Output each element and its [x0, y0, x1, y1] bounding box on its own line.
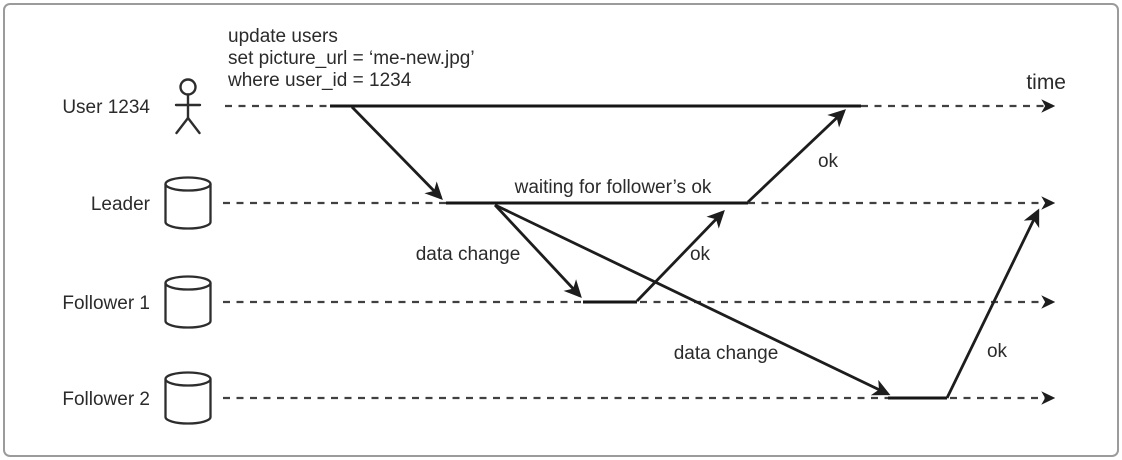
- lifeline-follower1: Follower 1: [62, 275, 1056, 329]
- lane-label-leader: Leader: [91, 194, 151, 215]
- arrow-ok-follower2-to-leader: [945, 208, 1040, 399]
- query-line-1: update users: [228, 26, 338, 47]
- messages: data change data change ok ok ok: [350, 106, 1040, 399]
- label-ok-follower1: ok: [690, 244, 711, 265]
- lane-label-follower2: Follower 2: [62, 389, 150, 410]
- arrow-datachange-leader-to-follower2: [494, 203, 891, 396]
- arrow-datachange-leader-to-follower1: [493, 204, 582, 298]
- query-line-2: set picture_url = ‘me-new.jpg’: [228, 48, 475, 69]
- label-ok-follower2: ok: [987, 341, 1008, 362]
- lifeline-user: User 1234 time: [62, 71, 1066, 135]
- lifeline-leader: Leader waiting for follower’s ok: [91, 176, 1056, 230]
- arrow-update-user-to-leader: [350, 106, 443, 200]
- leader-waiting-note: waiting for follower’s ok: [514, 177, 712, 198]
- person-icon: [174, 78, 202, 135]
- arrow-ok-leader-to-user: [747, 109, 846, 204]
- query-line-3: where user_id = 1234: [227, 70, 412, 91]
- label-datachange-follower2: data change: [674, 343, 779, 364]
- diagram-border: [3, 3, 1119, 457]
- database-icon: [164, 275, 212, 329]
- arrow-ok-follower1-to-leader: [635, 210, 725, 302]
- update-query-annotation: update users set picture_url = ‘me-new.j…: [227, 26, 475, 91]
- time-axis-label: time: [1026, 71, 1066, 94]
- label-ok-leader: ok: [818, 151, 839, 172]
- lifeline-follower2: Follower 2: [62, 371, 1056, 425]
- label-datachange-follower1: data change: [416, 244, 521, 265]
- lane-label-follower1: Follower 1: [62, 293, 150, 314]
- lane-label-user: User 1234: [62, 97, 150, 118]
- database-icon: [164, 176, 212, 230]
- database-icon: [164, 371, 212, 425]
